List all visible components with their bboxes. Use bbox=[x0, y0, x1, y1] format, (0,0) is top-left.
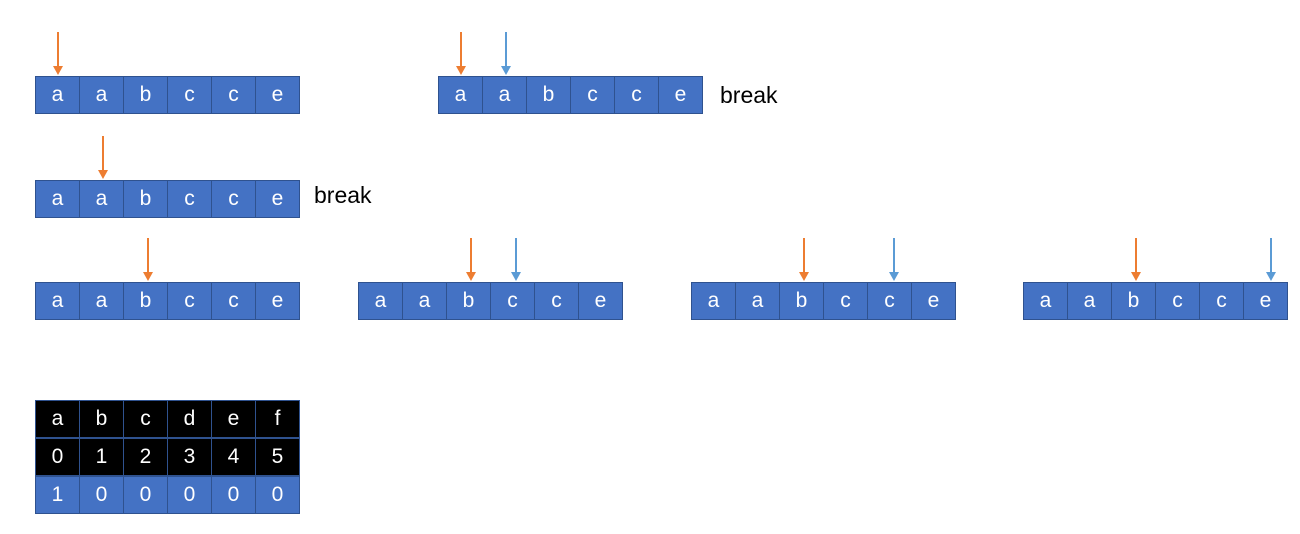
array-cell: a bbox=[35, 180, 80, 218]
table-cell: 0 bbox=[79, 476, 124, 514]
array-cell: c bbox=[211, 282, 256, 320]
array-cell: c bbox=[211, 76, 256, 114]
table-cell: a bbox=[35, 400, 80, 438]
table-cell: 5 bbox=[255, 438, 300, 476]
array-cell: e bbox=[658, 76, 703, 114]
array-cell: b bbox=[123, 180, 168, 218]
break-label-1: break bbox=[720, 82, 778, 108]
slow-pointer-arrow-icon bbox=[1130, 238, 1141, 281]
array-cell: a bbox=[79, 180, 124, 218]
array-cell: c bbox=[534, 282, 579, 320]
table-row-indices: 0 1 2 3 4 5 bbox=[35, 438, 300, 476]
table-cell: 2 bbox=[123, 438, 168, 476]
array-cell: a bbox=[1023, 282, 1068, 320]
array-cell: c bbox=[490, 282, 535, 320]
array-cell: a bbox=[402, 282, 447, 320]
array-cell: a bbox=[482, 76, 527, 114]
array-cell: e bbox=[255, 282, 300, 320]
break-label-2: break bbox=[314, 182, 372, 208]
array-cell: b bbox=[526, 76, 571, 114]
array-cell: a bbox=[735, 282, 780, 320]
table-cell: 0 bbox=[167, 476, 212, 514]
table-cell: 1 bbox=[79, 438, 124, 476]
table-cell: 0 bbox=[255, 476, 300, 514]
slow-pointer-arrow-icon bbox=[465, 238, 476, 281]
slow-pointer-arrow-icon bbox=[798, 238, 809, 281]
fast-pointer-arrow-icon bbox=[1265, 238, 1276, 281]
array-cell: c bbox=[614, 76, 659, 114]
array-cell: c bbox=[167, 180, 212, 218]
table-cell: c bbox=[123, 400, 168, 438]
slow-pointer-arrow-icon bbox=[455, 32, 466, 75]
array-cell: b bbox=[123, 282, 168, 320]
array-cell: e bbox=[255, 76, 300, 114]
table-cell: 3 bbox=[167, 438, 212, 476]
array-cell: a bbox=[79, 76, 124, 114]
slow-pointer-arrow-icon bbox=[97, 136, 108, 179]
slow-pointer-arrow-icon bbox=[142, 238, 153, 281]
array-cell: a bbox=[79, 282, 124, 320]
table-cell: 4 bbox=[211, 438, 256, 476]
array-cell: c bbox=[823, 282, 868, 320]
array-cell: a bbox=[438, 76, 483, 114]
array-cell: a bbox=[35, 282, 80, 320]
array-cell: c bbox=[1155, 282, 1200, 320]
count-table: a b c d e f 0 1 2 3 4 5 1 0 0 0 0 0 bbox=[35, 400, 300, 514]
table-cell: 0 bbox=[123, 476, 168, 514]
table-cell: 1 bbox=[35, 476, 80, 514]
table-cell: f bbox=[255, 400, 300, 438]
array-cell: b bbox=[123, 76, 168, 114]
fast-pointer-arrow-icon bbox=[888, 238, 899, 281]
table-cell: e bbox=[211, 400, 256, 438]
array-cell: e bbox=[911, 282, 956, 320]
array-cell: c bbox=[1199, 282, 1244, 320]
table-cell: 0 bbox=[35, 438, 80, 476]
fast-pointer-arrow-icon bbox=[510, 238, 521, 281]
array-cell: c bbox=[167, 282, 212, 320]
fast-pointer-arrow-icon bbox=[500, 32, 511, 75]
array-cell: a bbox=[1067, 282, 1112, 320]
array-cell: e bbox=[255, 180, 300, 218]
array-cell: e bbox=[578, 282, 623, 320]
array-cell: c bbox=[867, 282, 912, 320]
table-row-letters: a b c d e f bbox=[35, 400, 300, 438]
array-cell: c bbox=[570, 76, 615, 114]
array-cell: b bbox=[779, 282, 824, 320]
array-cell: a bbox=[691, 282, 736, 320]
table-row-counts: 1 0 0 0 0 0 bbox=[35, 476, 300, 514]
array-cell: a bbox=[358, 282, 403, 320]
array-cell: a bbox=[35, 76, 80, 114]
array-cell: e bbox=[1243, 282, 1288, 320]
slow-pointer-arrow-icon bbox=[52, 32, 63, 75]
table-cell: d bbox=[167, 400, 212, 438]
array-cell: b bbox=[446, 282, 491, 320]
table-cell: b bbox=[79, 400, 124, 438]
array-cell: c bbox=[167, 76, 212, 114]
table-cell: 0 bbox=[211, 476, 256, 514]
array-cell: b bbox=[1111, 282, 1156, 320]
array-cell: c bbox=[211, 180, 256, 218]
